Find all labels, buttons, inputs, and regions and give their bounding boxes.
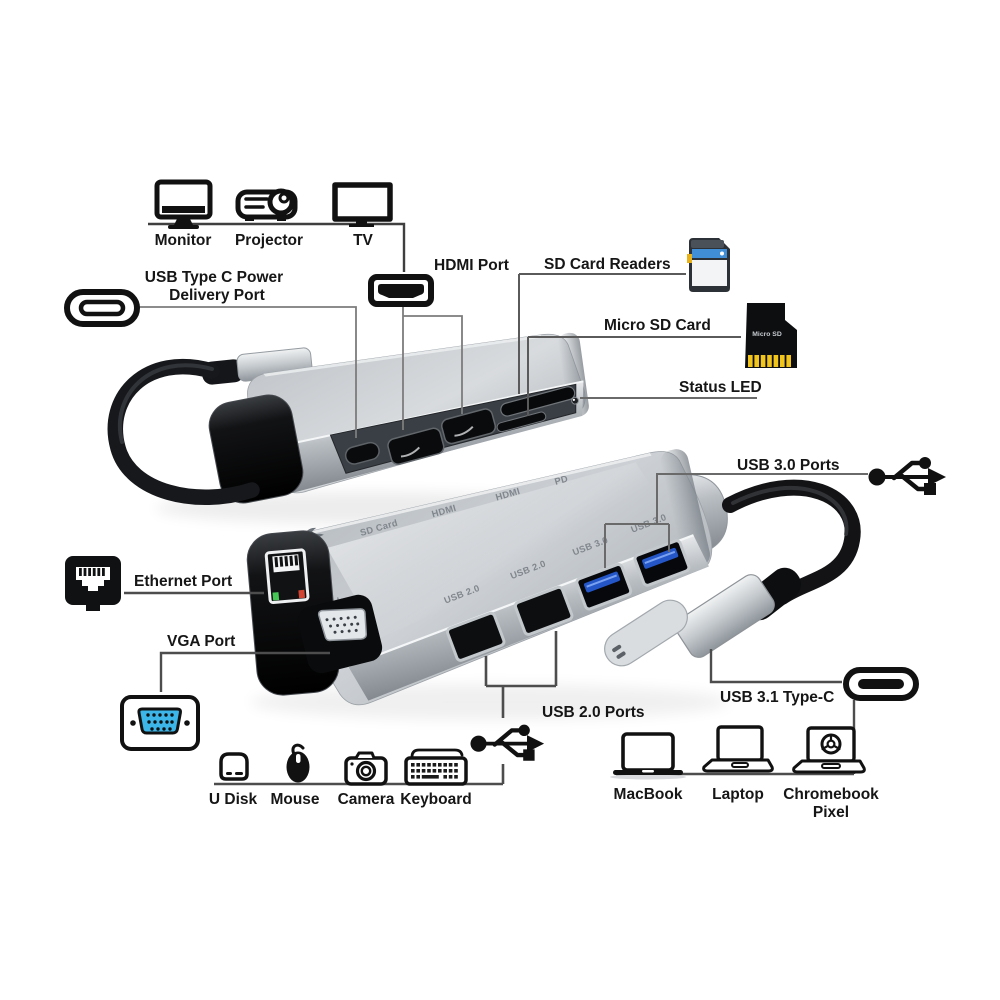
leader-displays-to-hdmi [148,222,406,272]
label-laptop: Laptop [712,786,764,803]
label-usb31-type-c: USB 3.1 Type-C [720,689,834,706]
label-usb-c-pd-line2: Delivery Port [169,287,265,304]
label-vga-port: VGA Port [167,633,235,650]
leader-lines [124,222,868,786]
usb-c-pd-port [344,441,380,465]
label-hdmi-port: HDMI Port [434,257,509,274]
label-monitor: Monitor [155,232,212,249]
hub-rear-end-face [208,394,304,504]
hdmi-port-1 [387,427,445,466]
label-macbook: MacBook [614,786,683,803]
usb3-trident-icon [869,457,947,495]
vga-connector-icon [120,695,200,751]
label-ethernet-port: Ethernet Port [134,573,232,590]
hub-front-view: SD Card HDMI HDMI PD Ethernet VGA USB 2.… [246,449,861,706]
micro-sd-slot [496,411,547,433]
leader-vga [159,651,330,692]
leader-sd [518,273,686,394]
label-chromebook-pixel: Pixel [813,804,849,821]
label-projector: Projector [235,232,303,249]
hdmi-port-2 [440,408,497,445]
micro-sd-card-icon: Micro SD [745,303,797,368]
keyboard-icon [404,748,468,786]
label-keyboard: Keyboard [400,791,472,808]
sd-card-slot [500,386,576,417]
usb2-trident-icon [470,725,544,761]
tv-icon [332,182,393,227]
print-pd: PD [553,474,569,487]
hdmi-icon [368,274,434,307]
leader-usb20 [214,631,558,786]
label-chromebook: Chromebook [783,786,879,803]
leader-usb30 [604,473,868,568]
annotation-labels: Monitor Projector TV USB Type C Power De… [134,232,879,821]
macbook-icon [610,732,686,780]
mouse-icon [286,743,310,783]
label-usb-c-pd-line1: USB Type C Power [145,269,283,286]
label-sd-card-readers: SD Card Readers [544,256,671,273]
leader-usb-c-pd [138,306,357,438]
vga-port [317,608,368,642]
status-led [571,396,579,405]
u-disk-icon [219,752,249,781]
usb-c-connector [604,567,802,667]
sd-card-icon [687,238,730,292]
chromebook-pixel-icon [792,726,866,774]
label-tv: TV [353,232,373,249]
micro-sd-print: Micro SD [752,331,782,338]
label-usb20-ports: USB 2.0 Ports [542,704,645,721]
label-status-led: Status LED [679,379,762,396]
label-camera: Camera [338,791,395,808]
label-u-disk: U Disk [209,791,258,808]
usb-c-pd-icon [64,289,140,327]
camera-icon [344,751,388,786]
usb2-port-2 [513,585,574,636]
leader-hdmi-ports [402,306,463,430]
laptop-icon [702,725,774,773]
usb3-port-1 [575,562,633,611]
monitor-icon [154,179,213,229]
ethernet-rj45-icon [65,556,121,611]
label-usb30-ports: USB 3.0 Ports [737,457,840,474]
usb-c-type-c-icon [843,667,919,701]
ethernet-port [264,548,310,605]
surface-shine [326,462,668,639]
label-micro-sd-card: Micro SD Card [604,317,711,334]
usb3-port-2 [633,539,691,587]
leader-micro-sd [527,336,741,416]
hub-rear-view [107,332,589,505]
label-mouse: Mouse [270,791,319,808]
usb2-port-1 [446,611,506,662]
projector-icon [235,188,298,221]
